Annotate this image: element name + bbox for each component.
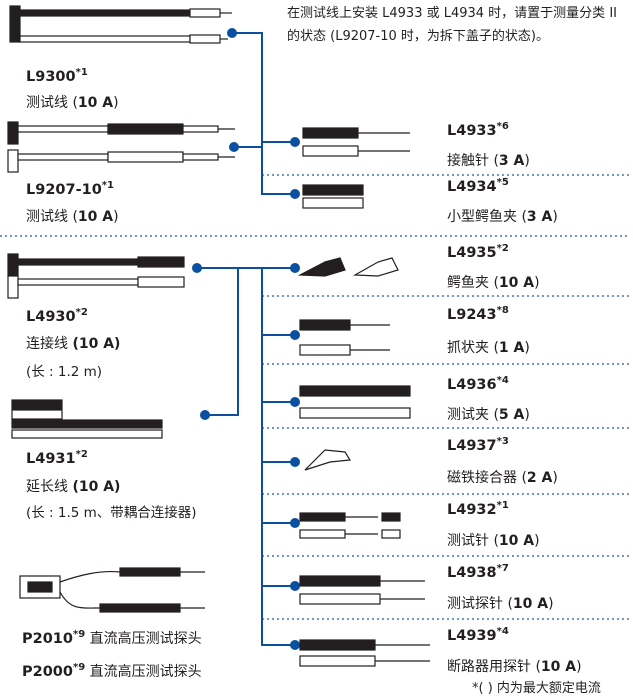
- l4932-illustration: [299, 512, 401, 539]
- l4931-name: 延长线 (10 A): [26, 479, 121, 495]
- l4931-code: L4931*2: [26, 449, 88, 467]
- l4938-code: L4938*7: [447, 563, 509, 581]
- l4937-illustration: [304, 449, 352, 471]
- usage-note: 在测试线上安装 L4933 或 L4934 时，请置于测量分类 II 的状态 (…: [287, 6, 617, 44]
- l4939-illustration: [299, 639, 430, 667]
- l4939-code: L4939*4: [447, 626, 509, 644]
- l4936-name: 测试夹 (5 A): [447, 407, 530, 423]
- accessory-illustrations: [297, 127, 430, 667]
- l4935-name: 鳄鱼夹 (10 A): [447, 275, 540, 291]
- l4933-name: 接触针 (3 A): [447, 153, 530, 169]
- l4938-name: 测试探针 (10 A): [447, 596, 554, 612]
- l4931-detail: (长 : 1.5 m、带耦合连接器): [26, 505, 197, 521]
- l4933-illustration: [302, 127, 410, 157]
- l4930-code: L4930*2: [26, 307, 88, 325]
- l9300-name: 测试线 (10 A): [26, 95, 119, 111]
- l4936-code: L4936*4: [447, 375, 509, 393]
- dotted-separators: [0, 174, 630, 620]
- l9243-illustration: [299, 319, 390, 356]
- p2000-label: P2000*9 直流高压测试探头: [22, 662, 202, 680]
- p2010-illustration: [19, 567, 205, 613]
- l4935-code: L4935*2: [447, 243, 509, 261]
- l9243-code: L9243*8: [447, 305, 509, 323]
- l9300-illustration: [9, 5, 232, 44]
- l4939-name: 断路器用探针 (10 A): [447, 659, 582, 675]
- l4930-name: 连接线 (10 A): [26, 336, 121, 352]
- l4935-illustration: [297, 257, 399, 277]
- l4938-illustration: [299, 575, 425, 605]
- l4930-illustration: [7, 253, 185, 299]
- l4934-code: L4934*5: [447, 177, 509, 195]
- l9300-code: L9300*1: [26, 67, 88, 85]
- l9207-name: 测试线 (10 A): [26, 209, 119, 225]
- l4932-name: 测试针 (10 A): [447, 533, 540, 549]
- l4932-code: L4932*1: [447, 500, 509, 518]
- connector-dots-bottom: [192, 263, 300, 650]
- connector-lines-top: [232, 32, 295, 195]
- l4931-illustration: [11, 399, 163, 439]
- l9207-code: L9207-10*1: [26, 180, 114, 198]
- l4933-code: L4933*6: [447, 121, 509, 139]
- l4936-illustration: [299, 385, 411, 419]
- l4934-illustration: [302, 184, 364, 209]
- connector-lines-bottom: [197, 267, 295, 646]
- l4934-name: 小型鳄鱼夹 (3 A): [447, 209, 558, 225]
- l9243-name: 抓状夹 (1 A): [447, 340, 530, 356]
- l9207-illustration: [7, 121, 235, 173]
- connector-dots-top: [227, 28, 300, 199]
- p2010-label: P2010*9 直流高压测试探头: [22, 629, 202, 647]
- l4937-name: 磁铁接合器 (2 A): [447, 470, 558, 486]
- footnote: *( ) 内为最大额定电流: [472, 681, 601, 696]
- l4937-code: L4937*3: [447, 436, 509, 454]
- l4930-detail: (长 : 1.2 m): [26, 364, 103, 380]
